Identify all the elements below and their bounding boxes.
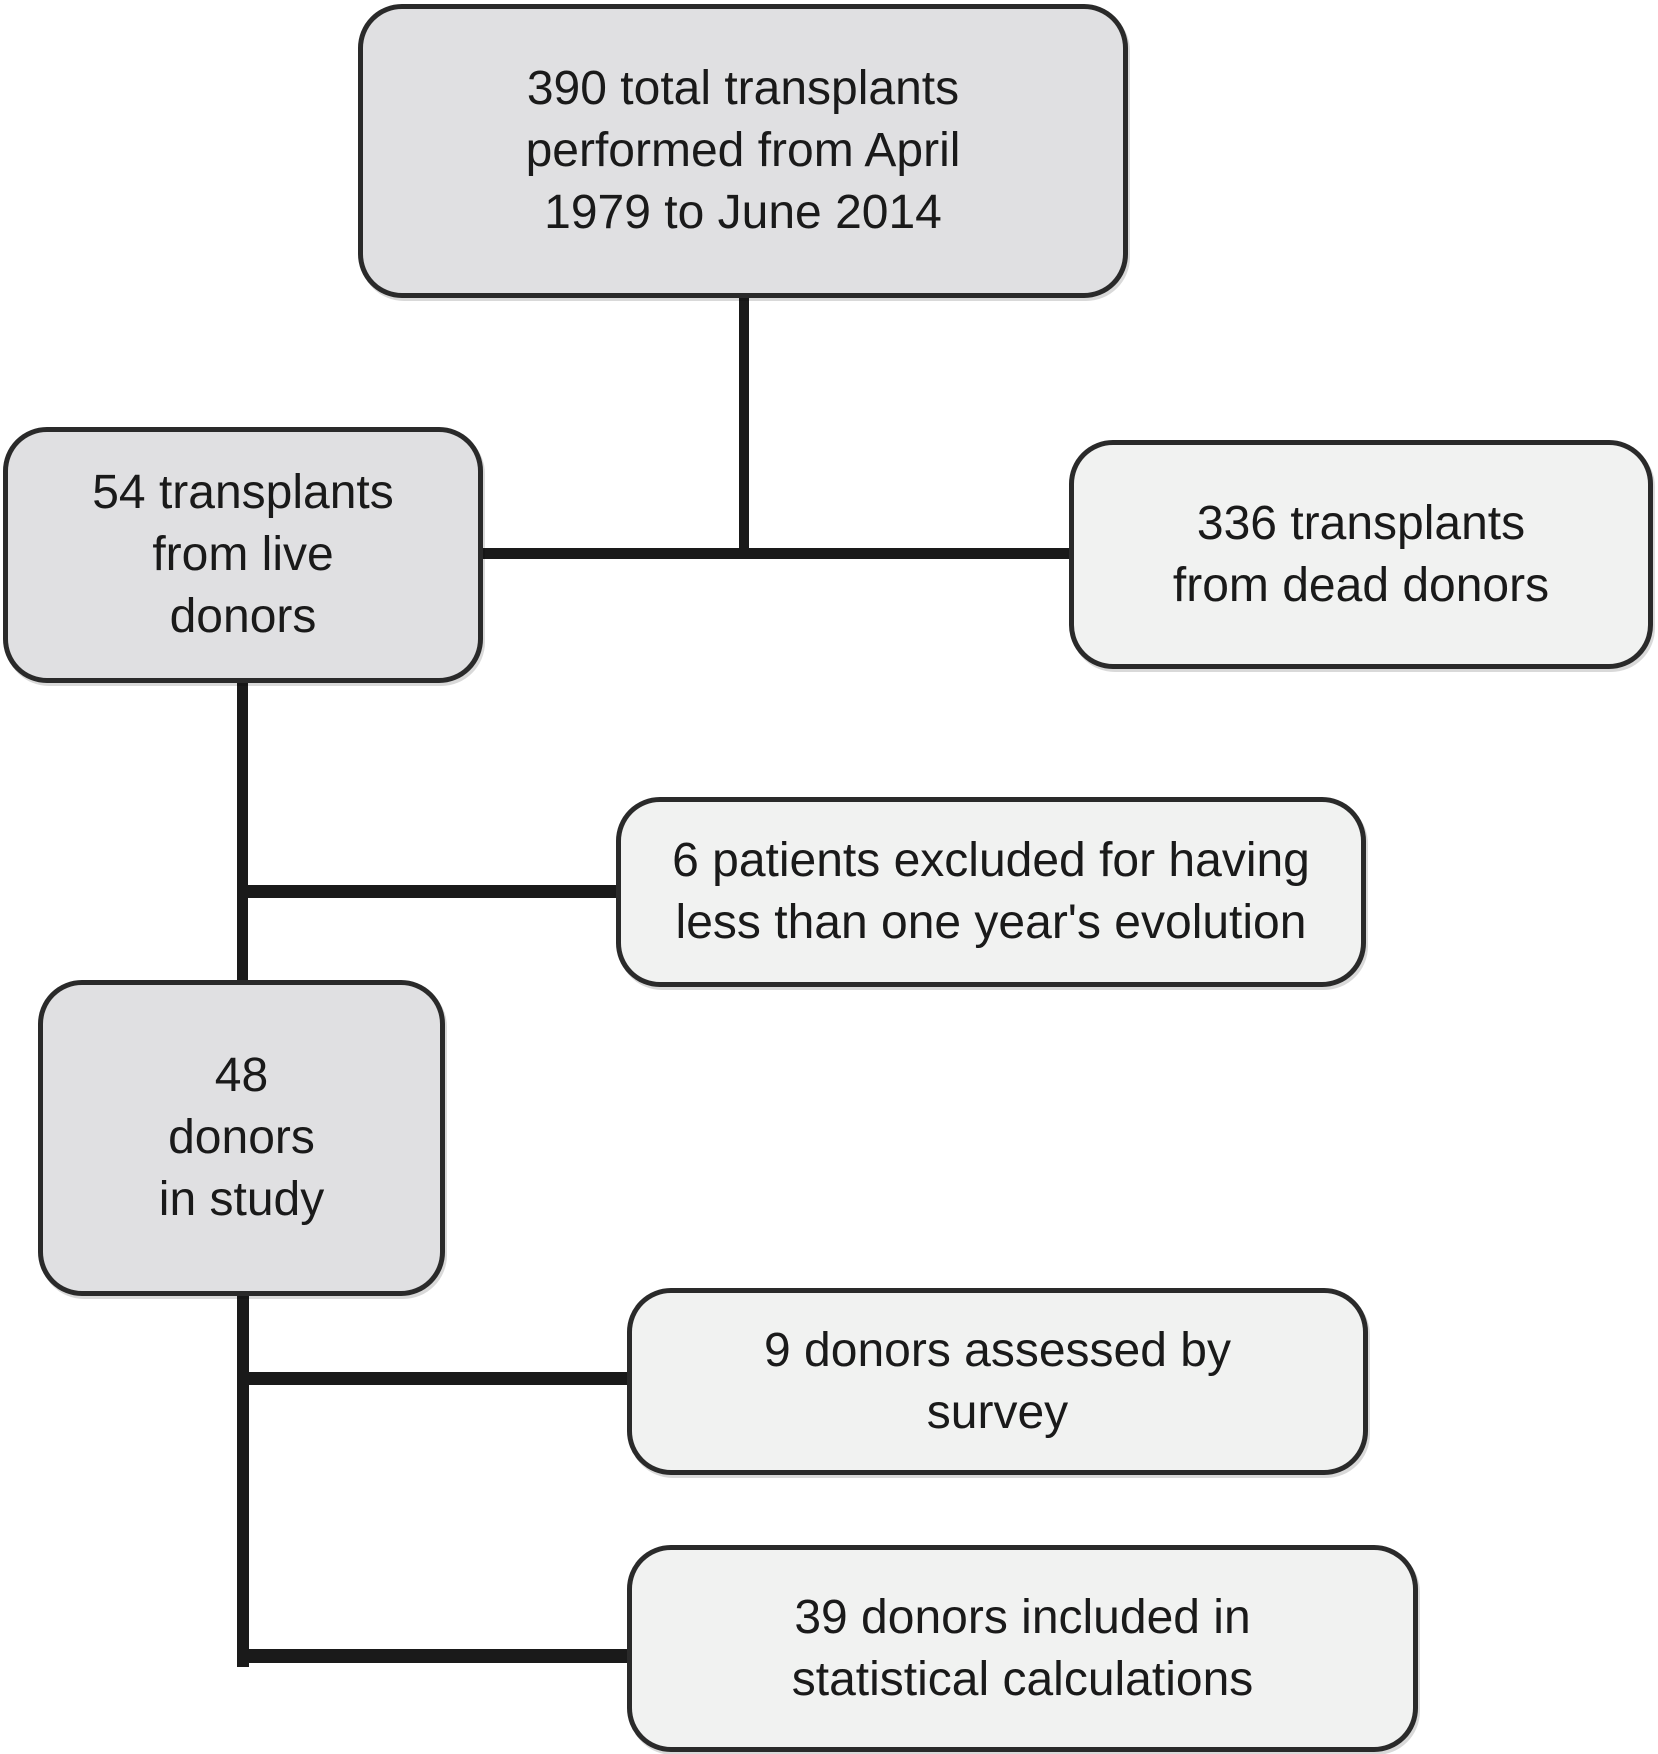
excluded-line-2: less than one year's evolution — [675, 896, 1307, 949]
connector-survey-horizontal — [237, 1372, 632, 1385]
survey-line-2: survey — [926, 1385, 1069, 1439]
excluded-line-1: 6 patients excluded for having — [672, 834, 1310, 887]
study-line-3: in study — [158, 1173, 325, 1226]
live-line-3: donors — [169, 590, 317, 643]
excluded-box: 6 patients excluded for having less than… — [616, 797, 1366, 987]
in-study-box: 48 donors in study — [38, 980, 445, 1296]
dead-donors-box: 336 transplants from dead donors — [1069, 440, 1653, 669]
statistical-line-2: statistical calculations — [791, 1652, 1254, 1706]
live-line-1: 54 transplants — [92, 466, 394, 519]
survey-line-1: 9 donors assessed by — [764, 1323, 1231, 1377]
total-line-1: 390 total transplants — [526, 62, 960, 115]
connector-live-vertical — [237, 680, 248, 982]
dead-line-1: 336 transplants — [1196, 496, 1526, 550]
total-line-2: performed from April — [525, 124, 961, 177]
connector-excluded-horizontal — [237, 885, 620, 898]
statistical-box: 39 donors included in statistical calcul… — [627, 1545, 1418, 1752]
study-line-1: 48 — [214, 1049, 269, 1102]
connector-split-horizontal — [478, 548, 1074, 559]
connector-top-vertical — [739, 294, 749, 556]
statistical-line-1: 39 donors included in — [794, 1590, 1251, 1644]
dead-line-2: from dead donors — [1172, 558, 1550, 612]
live-donors-box: 54 transplants from live donors — [3, 427, 483, 683]
connector-statistical-horizontal — [237, 1649, 632, 1663]
total-line-3: 1979 to June 2014 — [544, 186, 942, 239]
study-line-2: donors — [168, 1111, 315, 1164]
total-transplants-box: 390 total transplants performed from Apr… — [358, 4, 1128, 298]
survey-box: 9 donors assessed by survey — [627, 1288, 1368, 1475]
connector-study-vertical — [237, 1292, 249, 1667]
live-line-2: from live — [152, 528, 334, 581]
